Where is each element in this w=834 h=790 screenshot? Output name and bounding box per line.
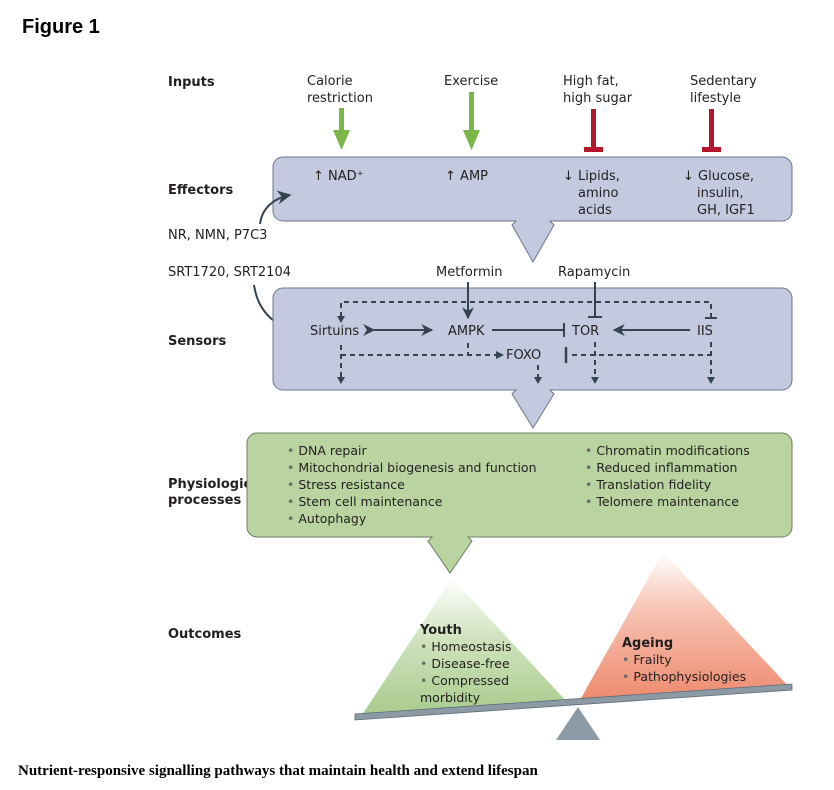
list-item: • Frailty <box>622 652 672 667</box>
drug-rapamycin: Rapamycin <box>558 265 630 280</box>
sensor-tor: TOR <box>571 324 599 339</box>
balance-fulcrum <box>556 707 600 740</box>
bullet-icon: • <box>622 669 633 684</box>
row-label-effectors: Effectors <box>168 183 233 198</box>
bullet-icon: • <box>622 652 633 667</box>
ageing-triangle <box>580 552 790 700</box>
list-item: morbidity <box>420 690 481 705</box>
row-label-inputs: Inputs <box>168 75 215 90</box>
effector-lipids-amino-acids: ↓ Lipids, amino acids <box>563 169 620 218</box>
figure-title: Figure 1 <box>22 16 100 38</box>
row-label-sensors: Sensors <box>168 334 227 349</box>
activation-arrow-icon <box>333 108 350 150</box>
svg-text:Calorie: Calorie <box>307 74 353 89</box>
svg-text:↓ Lipids,: ↓ Lipids, <box>563 169 620 184</box>
svg-text:↑ AMP: ↑ AMP <box>445 169 488 184</box>
effector-amp: ↑ AMP <box>445 169 488 184</box>
bullet-icon: • <box>287 460 298 475</box>
effector-nad: ↑ NAD⁺ <box>313 169 364 184</box>
figure-caption: Nutrient-responsive signalling pathways … <box>18 763 538 779</box>
list-item: • Stress resistance <box>287 477 405 492</box>
effectors-box <box>272 156 793 264</box>
bullet-icon: • <box>420 639 431 654</box>
svg-text:Youth: Youth <box>419 623 462 638</box>
list-item: • Translation fidelity <box>585 477 712 492</box>
list-item: • Disease-free <box>420 656 510 671</box>
bullet-icon: • <box>287 477 298 492</box>
svg-text:High fat,: High fat, <box>563 74 619 89</box>
effector-glucose-insulin: ↓ Glucose, insulin, GH, IGF1 <box>683 169 755 218</box>
row-label-processes: processes <box>168 493 241 508</box>
sensor-sirtuins: Sirtuins <box>310 324 359 339</box>
list-item: • Reduced inflammation <box>585 460 737 475</box>
svg-text:insulin,: insulin, <box>697 186 743 201</box>
list-item: • DNA repair <box>287 443 367 458</box>
physiological-processes-box <box>246 432 793 574</box>
dashed-foxo-connections <box>340 342 712 378</box>
inhibition-bar-icon <box>702 109 721 152</box>
outcome-ageing: Ageing • Frailty • Pathophysiologies <box>622 636 746 684</box>
drug-metformin: Metformin <box>436 265 502 280</box>
bullet-icon: • <box>287 494 298 509</box>
drug-nad-boosters: NR, NMN, P7C3 <box>168 228 267 243</box>
process-list-left: • DNA repair • Mitochondrial biogenesis a… <box>287 443 537 526</box>
list-item: • Chromatin modifications <box>585 443 750 458</box>
bullet-icon: • <box>585 443 596 458</box>
input-calorie-restriction: Calorie restriction <box>307 74 373 150</box>
svg-text:GH, IGF1: GH, IGF1 <box>697 203 755 218</box>
drug-sirt-activators: SRT1720, SRT2104 <box>168 265 291 280</box>
svg-text:acids: acids <box>578 203 612 218</box>
svg-text:↓ Glucose,: ↓ Glucose, <box>683 169 754 184</box>
input-high-fat-high-sugar: High fat, high sugar <box>563 74 633 152</box>
svg-text:restriction: restriction <box>307 91 373 106</box>
balance-beam <box>354 683 793 721</box>
svg-text:Ageing: Ageing <box>622 636 673 651</box>
bullet-icon: • <box>420 673 431 688</box>
bullet-icon: • <box>585 477 596 492</box>
list-item: • Telomere maintenance <box>585 494 739 509</box>
youth-triangle <box>362 578 568 715</box>
list-item: • Homeostasis <box>420 639 512 654</box>
list-item: • Pathophysiologies <box>622 669 746 684</box>
row-label-outcomes: Outcomes <box>168 627 242 642</box>
dashed-feedback-loop <box>340 301 712 318</box>
bullet-icon: • <box>585 460 596 475</box>
list-item: • Autophagy <box>287 511 367 526</box>
inhibition-bar-icon <box>584 109 603 152</box>
bullet-icon: • <box>287 511 298 526</box>
outcome-youth: Youth • Homeostasis • Disease-free • Compr… <box>419 623 512 705</box>
sensors-box <box>272 287 793 429</box>
list-item: • Compressed <box>420 673 509 688</box>
activation-arrow-icon <box>463 92 480 150</box>
list-item: • Stem cell maintenance <box>287 494 443 509</box>
input-exercise: Exercise <box>444 74 498 150</box>
bullet-icon: • <box>420 656 431 671</box>
svg-text:Exercise: Exercise <box>444 74 498 89</box>
sensor-ampk: AMPK <box>448 324 485 339</box>
list-item: • Mitochondrial biogenesis and function <box>287 460 537 475</box>
bullet-icon: • <box>287 443 298 458</box>
svg-text:↑ NAD⁺: ↑ NAD⁺ <box>313 169 364 184</box>
row-label-physiological: Physiological <box>168 477 264 492</box>
svg-text:lifestyle: lifestyle <box>690 91 741 106</box>
svg-text:amino: amino <box>578 186 618 201</box>
sensor-foxo: FOXO <box>506 348 541 363</box>
input-sedentary-lifestyle: Sedentary lifestyle <box>690 74 757 152</box>
svg-text:high sugar: high sugar <box>563 91 633 106</box>
svg-text:Sedentary: Sedentary <box>690 74 757 89</box>
curved-arrow-icon <box>259 190 292 225</box>
sensor-iis: IIS <box>697 324 713 339</box>
process-list-right: • Chromatin modifications • Reduced infla… <box>585 443 750 509</box>
bullet-icon: • <box>585 494 596 509</box>
